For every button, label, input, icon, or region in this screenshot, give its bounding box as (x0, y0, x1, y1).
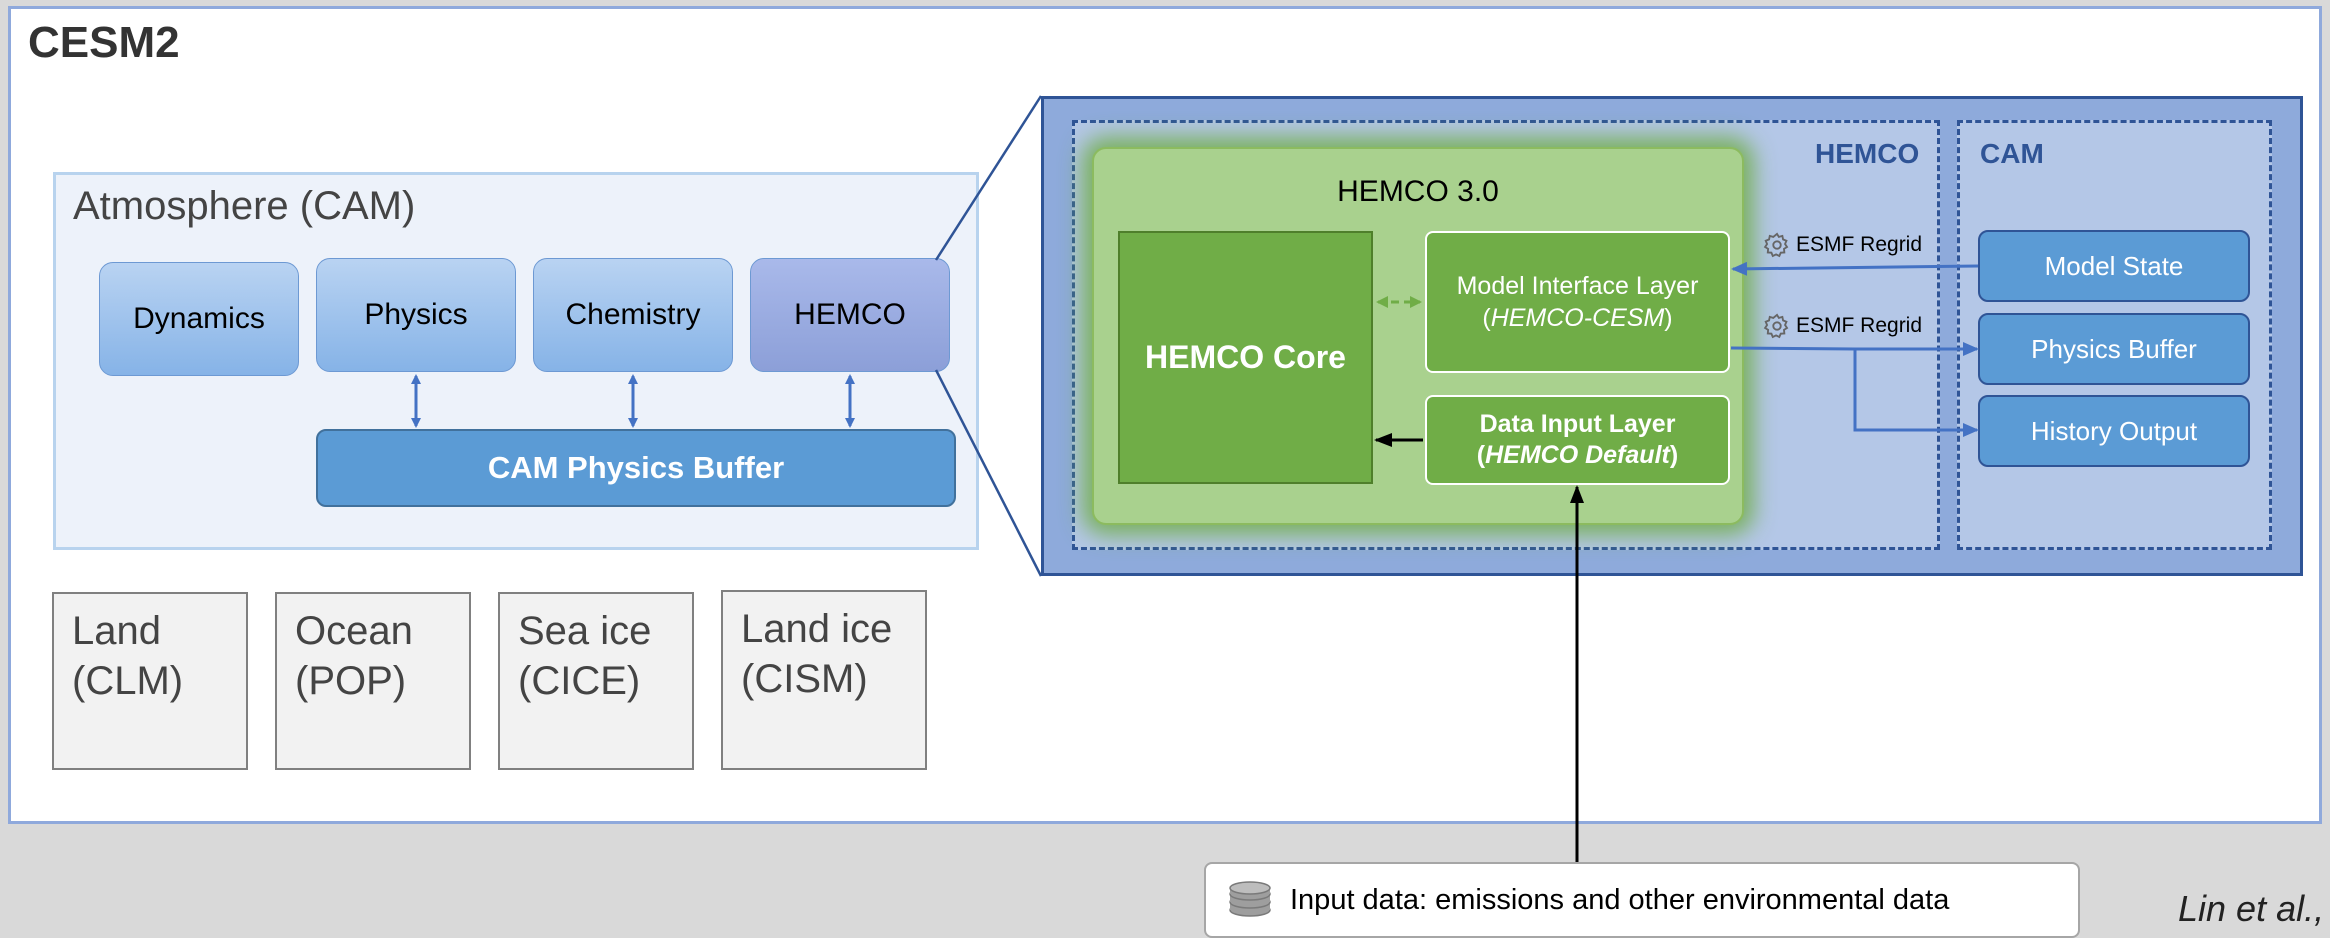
gear-icon (1763, 313, 1789, 339)
input-data-box: Input data: emissions and other environm… (1204, 862, 2080, 938)
component-land: Land (CLM) (52, 592, 248, 770)
input-data-label: Input data: emissions and other environm… (1290, 883, 1950, 916)
citation: Lin et al., (2178, 888, 2325, 929)
mil-sublabel: (HEMCO-CESM) (1482, 304, 1673, 332)
component-ocean: Ocean (POP) (275, 592, 471, 770)
dil-label: Data Input Layer (1479, 410, 1676, 438)
cam-physics-buffer-box: Physics Buffer (1978, 313, 2250, 385)
esmf-regrid-label-1: ESMF Regrid (1763, 231, 1922, 259)
component-land-ice: Land ice (CISM) (721, 590, 927, 770)
gear-icon (1763, 232, 1789, 258)
page-title: CESM2 (28, 18, 180, 67)
hemco-version-label: HEMCO 3.0 (1337, 175, 1499, 208)
cam-physics-buffer: CAM Physics Buffer (316, 429, 956, 507)
module-hemco: HEMCO (750, 258, 950, 372)
hemco-core-box: HEMCO Core (1118, 231, 1373, 484)
mil-label: Model Interface Layer (1456, 272, 1699, 300)
dil-sublabel: (HEMCO Default) (1476, 441, 1679, 469)
atmosphere-title: Atmosphere (CAM) (73, 184, 416, 228)
database-icon (1229, 881, 1271, 917)
hemco-region-label: HEMCO (1815, 138, 1920, 169)
model-interface-layer: Model Interface Layer (HEMCO-CESM) (1425, 231, 1730, 373)
esmf-regrid-label-2: ESMF Regrid (1763, 312, 1922, 340)
module-dynamics: Dynamics (99, 262, 299, 376)
cam-region-label: CAM (1980, 138, 2044, 169)
module-physics: Physics (316, 258, 516, 372)
module-chemistry: Chemistry (533, 258, 733, 372)
cam-model-state: Model State (1978, 230, 2250, 302)
data-input-layer: Data Input Layer (HEMCO Default) (1425, 395, 1730, 485)
component-sea-ice: Sea ice (CICE) (498, 592, 694, 770)
cam-history-output: History Output (1978, 395, 2250, 467)
